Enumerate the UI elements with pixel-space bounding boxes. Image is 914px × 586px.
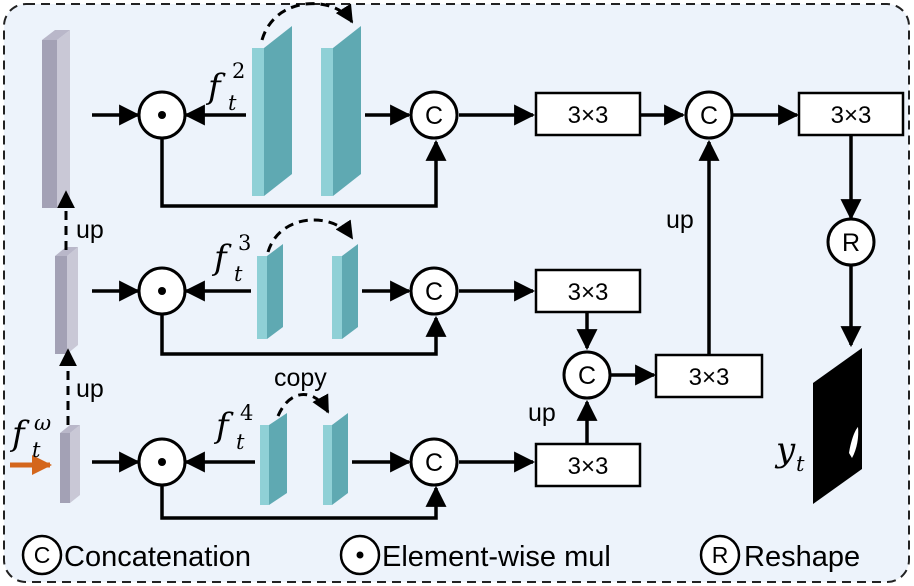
conv-label: 3×3: [568, 102, 609, 129]
svg-text:t: t: [228, 91, 237, 115]
gray-feature-slab-top: [42, 30, 70, 208]
svg-text:t: t: [32, 438, 41, 462]
output-mask-image: [813, 348, 862, 504]
conv-box-row1: 3×3: [534, 91, 642, 137]
gray-feature-slab-bottom: [60, 425, 80, 503]
svg-text:3: 3: [238, 231, 251, 255]
conv-label: 3×3: [689, 364, 730, 391]
up-label-right: up: [666, 206, 694, 234]
svg-text:t: t: [234, 262, 243, 286]
legend-mul: Element-wise mul: [339, 534, 611, 576]
svg-text:t: t: [236, 430, 245, 454]
svg-text:t: t: [796, 452, 805, 476]
teal-feature-slab-f4-a: [260, 413, 287, 505]
concat-node-row1: C: [409, 90, 459, 140]
concat-node-merge-low: C: [562, 350, 612, 400]
up-label-left-1: up: [76, 216, 104, 244]
mul-node-row3: [137, 437, 187, 487]
concat-node-row3: C: [409, 437, 459, 487]
legend-mul-dot: [356, 551, 364, 559]
teal-feature-slab-f3-a: [257, 244, 283, 339]
concat-symbol: C: [425, 278, 443, 306]
svg-text:y: y: [774, 430, 796, 470]
legend-reshape: R Reshape: [699, 534, 860, 576]
legend-reshape-label: Reshape: [744, 541, 860, 573]
svg-text:ω: ω: [34, 411, 51, 435]
output-label-y: y t: [774, 430, 805, 476]
conv-label: 3×3: [831, 102, 872, 129]
conv-label: 3×3: [568, 453, 609, 480]
concat-symbol: C: [425, 449, 443, 477]
teal-feature-slab-f3-b: [332, 244, 358, 339]
connection-arrows: [92, 104, 862, 520]
concat-node-row2: C: [409, 266, 459, 316]
conv-label: 3×3: [568, 279, 609, 306]
concat-symbol: C: [578, 362, 596, 390]
svg-text:4: 4: [240, 401, 253, 425]
conv-box-merge: 3×3: [654, 353, 764, 399]
reshape-symbol: R: [842, 229, 860, 257]
gray-feature-slab-mid: [55, 247, 78, 354]
mul-node-row2: [137, 266, 187, 316]
concat-symbol: C: [425, 102, 443, 130]
copy-label: copy: [274, 364, 327, 392]
legend-mul-label: Element-wise mul: [382, 541, 611, 573]
copy-arc-row2: [266, 218, 354, 253]
teal-feature-slab-f2-a: [252, 26, 292, 196]
conv-box-row2: 3×3: [534, 268, 642, 314]
concat-node-merge-top: C: [684, 90, 734, 140]
conv-box-row3: 3×3: [534, 442, 642, 488]
mul-node-row1: [137, 90, 187, 140]
legend-concat-label: Concatenation: [64, 541, 251, 573]
concat-symbol: C: [700, 102, 718, 130]
reshape-node: R: [826, 217, 876, 267]
conv-box-right: 3×3: [797, 91, 905, 137]
legend-concat: C Concatenation: [21, 534, 251, 576]
svg-text:2: 2: [232, 59, 245, 83]
up-label-merge: up: [528, 399, 556, 427]
up-label-left-2: up: [76, 375, 104, 403]
legend-concat-symbol: C: [34, 542, 51, 568]
legend: C Concatenation Element-wise mul R Resha…: [21, 534, 860, 576]
copy-arc-row3: [276, 393, 330, 417]
teal-feature-slab-f2-b: [321, 26, 361, 196]
legend-reshape-symbol: R: [712, 542, 729, 568]
teal-feature-slab-f4-b: [323, 413, 348, 505]
